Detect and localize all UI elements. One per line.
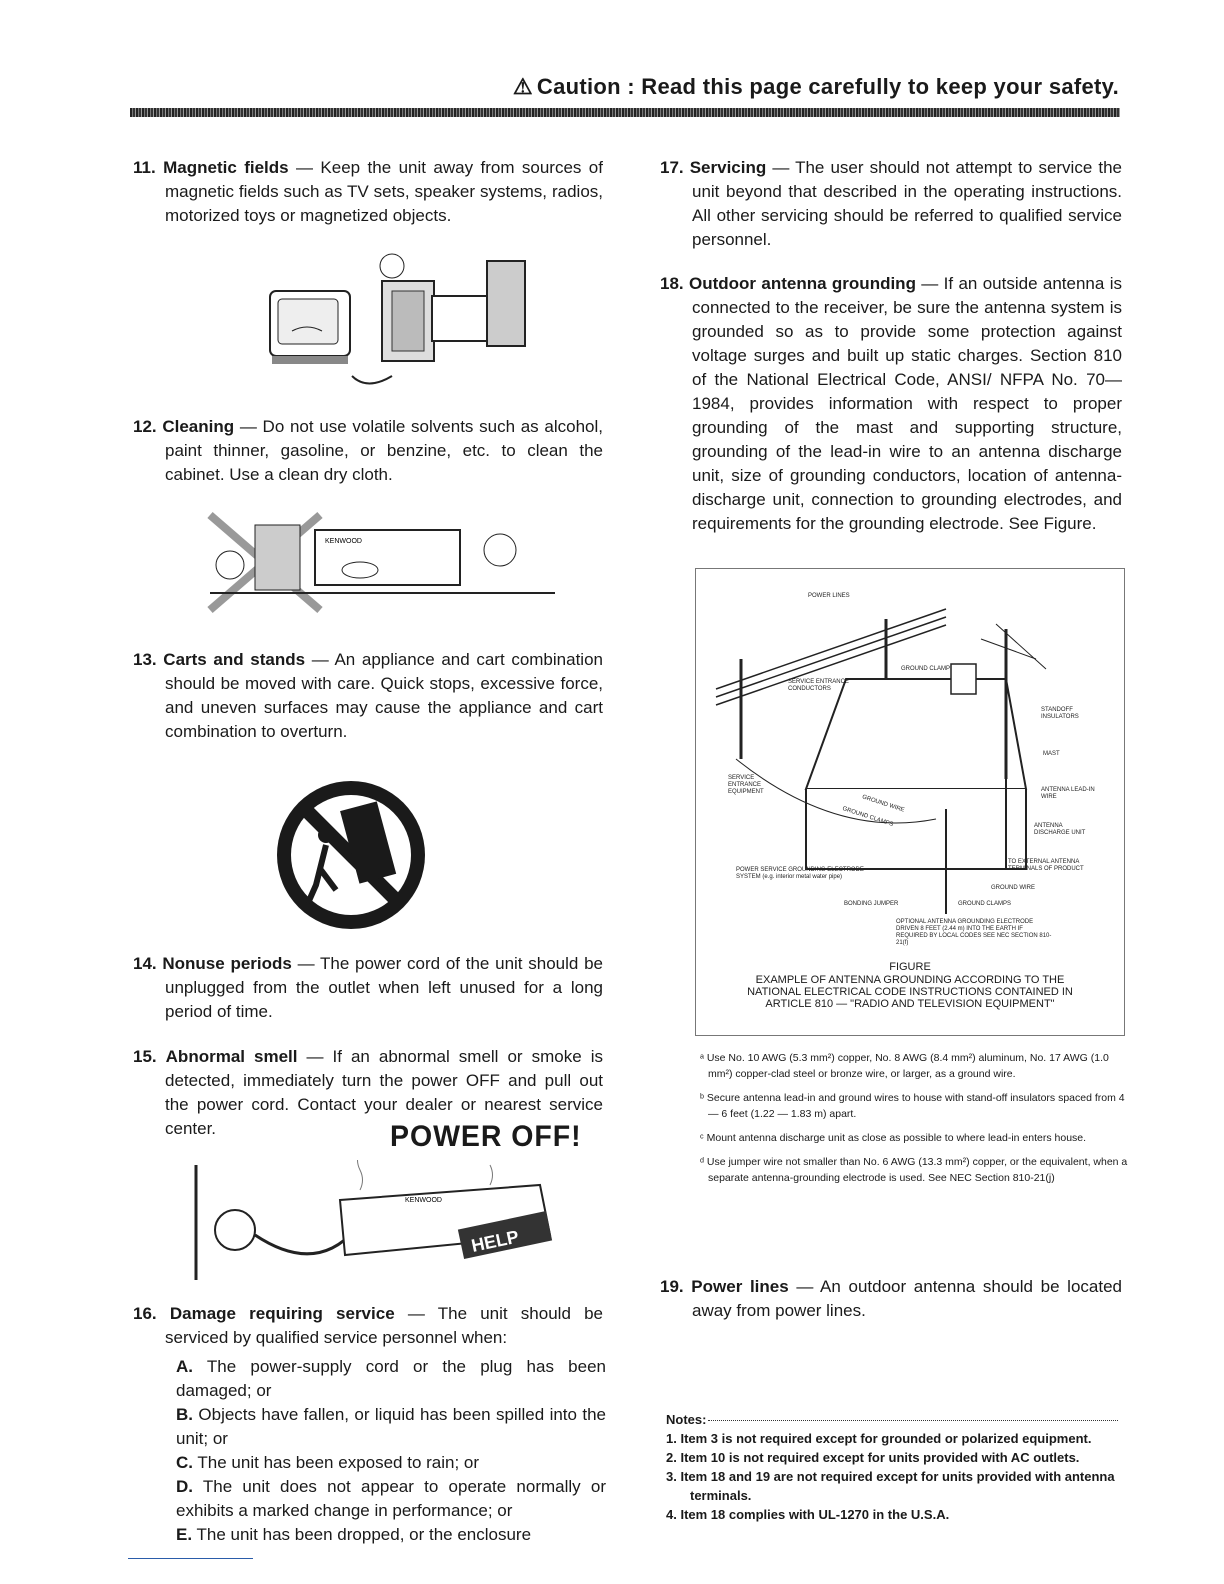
damage-condition-e: E. The unit has been dropped, or the enc… [176,1525,532,1544]
item-14-nonuse-periods: 14. Nonuse periods — The power cord of t… [133,954,603,1021]
figure-caption: EXAMPLE OF ANTENNA GROUNDING ACCORDING T… [747,974,1073,1010]
note-item: 4. Item 18 complies with UL-1270 in the … [666,1507,950,1522]
label-antenna-lead-in-wire: ANTENNA LEAD-IN WIRE [1041,787,1095,800]
page-header-title: ⚠Caution : Read this page carefully to k… [513,74,1119,100]
label-antenna-discharge-unit: ANTENNA DISCHARGE UNIT [1034,823,1086,836]
label-standoff-insulators: STANDOFF INSULATORS [1041,707,1079,720]
figure-caption-title: FIGURE [889,961,931,973]
label-service-entrance-equipment: SERVICE ENTRANCE EQUIPMENT [728,775,764,795]
footnote-d: ᵈ Use jumper wire not smaller than No. 6… [700,1156,1128,1184]
label-power-service-grounding: POWER SERVICE GROUNDING ELECTRODE SYSTEM… [736,867,864,880]
bottom-rule [128,1558,253,1559]
cart-tip-over-warning-icon [277,781,425,929]
label-ground-clamps-b: GROUND CLAMPS [958,901,1012,907]
antenna-grounding-diagram [715,608,1047,914]
brand-label-2: KENWOOD [405,1197,442,1204]
damage-condition-d: D. The unit does not appear to operate n… [176,1477,606,1520]
footnote-b: ᵇ Secure antenna lead-in and ground wire… [700,1092,1125,1120]
label-ground-wire-b: GROUND WIRE [991,885,1035,891]
notes-section: Notes: 1. Item 3 is not required except … [666,1410,1136,1524]
label-ground-clamp: GROUND CLAMP [901,666,951,672]
note-item: 2. Item 10 is not required except for un… [666,1450,1080,1465]
magnetic-fields-illustration [269,253,526,385]
brand-label: KENWOOD [325,538,362,545]
abnormal-smell-illustration: KENWOOD HELP [194,1160,553,1280]
item-16-damage-requiring-service: 16. Damage requiring service — The unit … [133,1304,604,1347]
item-13-carts-and-stands: 13. Carts and stands — An appliance and … [133,650,603,741]
item-18-outdoor-antenna-grounding: 18. Outdoor antenna grounding — If an ou… [660,274,1122,533]
label-bonding-jumper: BONDING JUMPER [844,901,899,907]
figure-footnotes: ᵃ Use No. 10 AWG (5.3 mm²) copper, No. 8… [696,1050,1128,1194]
note-item: 3. Item 18 and 19 are not required excep… [666,1469,1115,1503]
damage-condition-a: A. The power-supply cord or the plug has… [176,1357,606,1400]
header-rule [130,108,1120,117]
item-15-abnormal-smell: 15. Abnormal smell — If an abnormal smel… [133,1047,603,1138]
damage-condition-c: C. The unit has been exposed to rain; or [176,1453,480,1472]
item-11-magnetic-fields: 11. Magnetic fields — Keep the unit away… [133,158,603,225]
label-to-external-antenna: TO EXTERNAL ANTENNA TERMINALS OF PRODUCT [1008,859,1084,872]
note-item: 1. Item 3 is not required except for gro… [666,1431,1092,1446]
cleaning-illustration: KENWOOD [207,511,555,614]
footnote-c: ᶜ Mount antenna discharge unit as close … [700,1132,1087,1144]
warning-triangle-icon: ⚠ [512,74,533,99]
antenna-grounding-figure: POWER LINES GROUND CLAMP SERVICE ENTRANC… [695,568,1125,1036]
item-12-cleaning: 12. Cleaning — Do not use volatile solve… [133,417,603,484]
label-mast: MAST [1043,751,1060,757]
label-optional-electrode: OPTIONAL ANTENNA GROUNDING ELECTRODE DRI… [896,919,1052,946]
notes-label: Notes: [666,1412,707,1427]
power-off-label: POWER OFF! [390,1120,582,1153]
item-17-servicing: 17. Servicing — The user should not atte… [660,158,1122,249]
header-title-text: Caution : Read this page carefully to ke… [536,74,1119,99]
label-power-lines: POWER LINES [808,593,850,599]
notes-rule [708,1420,1119,1422]
footnote-a: ᵃ Use No. 10 AWG (5.3 mm²) copper, No. 8… [700,1052,1109,1080]
item-19-power-lines: 19. Power lines — An outdoor antenna sho… [660,1277,1122,1320]
label-service-entrance-conductors: SERVICE ENTRANCE CONDUCTORS [788,679,849,692]
damage-condition-b: B. Objects have fallen, or liquid has be… [176,1405,606,1448]
